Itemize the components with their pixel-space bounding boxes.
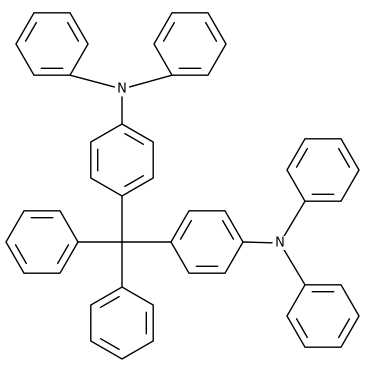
phenyl-ring-top-left (15, 12, 89, 76)
phenyl-ring-top-right-double-bond (204, 21, 218, 42)
phenyl-ring-top-right (153, 12, 227, 76)
bond-n-top-to-phenyl-left (69, 74, 116, 88)
phenylene-ring-upper (90, 123, 154, 197)
phenyl-ring-right-lower-double-bond (295, 318, 308, 339)
phenyl-ring-bottom-double-bond (99, 338, 120, 351)
phenylene-ring-upper-double-bond (124, 174, 145, 188)
nitrogen-atom-right: N (273, 236, 287, 251)
phenyl-ring-top-left-double-bond (24, 21, 37, 42)
bond-n-right-to-phenyl-upper (283, 200, 306, 237)
phenyl-ring-bottom-double-bond (99, 295, 120, 308)
bond-n-right-to-phenyl-lower (283, 249, 306, 286)
bond-lines (5, 12, 360, 360)
phenyl-ring-bottom (90, 286, 154, 360)
phenylene-ring-right-double-bond (179, 219, 193, 240)
phenyl-ring-left (5, 210, 79, 274)
phenyl-ring-top-right-double-bond (162, 21, 176, 42)
phenyl-ring-left-double-bond (14, 244, 27, 265)
bond-n-top-to-phenyl-right (128, 74, 173, 88)
phenyl-ring-top-left-double-bond (66, 21, 80, 42)
phenylene-ring-right (170, 210, 244, 274)
phenyl-ring-right-upper (286, 138, 360, 202)
nitrogen-label-top: N (117, 82, 127, 97)
phenyl-ring-right-lower (286, 284, 360, 348)
bond-n-right-to-phenylene (242, 241, 273, 244)
phenyl-ring-right-upper-double-bond (295, 147, 308, 168)
nitrogen-atom-top: N (115, 82, 129, 97)
nitrogen-label-right: N (275, 236, 285, 251)
phenyl-ring-left-double-bond (57, 244, 70, 265)
phenylene-ring-right-double-bond (221, 219, 235, 240)
phenyl-ring-right-lower-double-bond (338, 318, 351, 339)
phenyl-ring-right-upper-double-bond (338, 147, 351, 168)
phenylene-ring-upper-double-bond (124, 132, 145, 146)
